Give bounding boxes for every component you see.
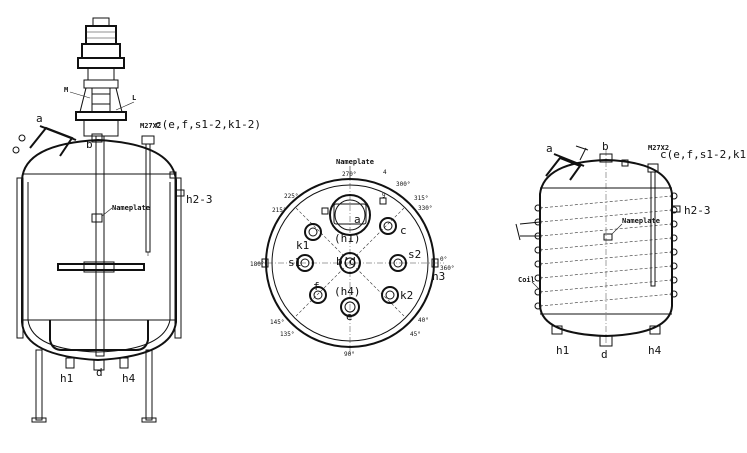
angle-40: 40° [418, 317, 429, 324]
left-vessel-shell [21, 138, 177, 362]
top-label-4: 4 [383, 169, 387, 176]
left-nozzle-a [12, 125, 77, 157]
top-label-bd: b(d) [336, 255, 363, 268]
right-reactor-view: Coil a b M27X2 c(e,f,s1-2,k1-2) h2-3 Nam… [515, 140, 747, 361]
angle-90: 90° [344, 351, 355, 358]
angle-135: 135° [280, 331, 294, 338]
top-label-k2: k2 [400, 289, 413, 302]
right-label-h1: h1 [556, 344, 569, 357]
right-label-b: b [602, 140, 609, 153]
top-label-h3: h3 [432, 270, 445, 283]
top-label-s2: s2 [408, 248, 421, 261]
left-reactor-view: M L a b M27X2 c(e,f,s1-2,k1-2) [12, 17, 261, 423]
label-l: L [132, 94, 136, 102]
right-nozzle-a [545, 145, 589, 181]
left-support-legs [31, 349, 157, 423]
angle-145: 145° [270, 319, 284, 326]
top-label-s1: s1 [288, 256, 301, 269]
top-label-nameplate: Nameplate [336, 158, 374, 166]
right-label-h2-3: h2-3 [684, 204, 711, 217]
right-label-d: d [601, 348, 608, 361]
left-agitator-shaft [49, 135, 149, 357]
left-label-thread: M27X2 [140, 122, 161, 130]
angle-300: 300° [396, 181, 410, 188]
top-label-k1: k1 [296, 239, 309, 252]
angle-45: 45° [410, 331, 421, 338]
top-label-f: f [313, 280, 320, 293]
angle-330: 330° [418, 205, 432, 212]
right-nozzle-c [647, 163, 659, 287]
top-nozzle-bd [339, 252, 361, 274]
top-orientation-view: a (h1) b(d) (h4) e s1 s2 k1 c f k2 [250, 158, 454, 358]
top-nozzle-a [321, 194, 371, 236]
angle-0: 0° [440, 256, 447, 263]
top-label-h1: (h1) [334, 232, 361, 245]
angle-315: 315° [414, 195, 428, 202]
left-label-h1: h1 [60, 372, 73, 385]
left-label-b: b [86, 138, 93, 151]
top-label-g: g [382, 191, 386, 198]
top-label-e: e [346, 310, 353, 323]
angle-360: 360° [440, 265, 454, 272]
left-nozzle-c [141, 135, 155, 256]
right-label-coil: Coil [518, 276, 535, 284]
right-label-a: a [546, 142, 553, 155]
angle-215: 215° [272, 207, 286, 214]
angle-270: 270° [342, 171, 356, 178]
angle-225: 225° [284, 193, 298, 200]
top-label-a: a [354, 213, 361, 226]
right-label-nameplate: Nameplate [622, 217, 660, 225]
left-label-c: c(e,f,s1-2,k1-2) [155, 118, 261, 131]
left-label-d: d [96, 366, 103, 379]
top-label-c: c [400, 224, 407, 237]
right-coil [515, 192, 678, 310]
right-label-h4: h4 [648, 344, 662, 357]
left-label-h2-3: h2-3 [186, 193, 213, 206]
label-m: M [64, 86, 68, 94]
right-label-c: c(e,f,s1-2,k1-2) [660, 148, 747, 161]
left-label-a: a [36, 112, 43, 125]
agitator-drive [69, 17, 135, 137]
angle-180: 180° [250, 261, 264, 268]
right-label-thread: M27X2 [648, 144, 669, 152]
left-label-h4: h4 [122, 372, 136, 385]
top-label-h4: (h4) [334, 285, 361, 298]
left-label-nameplate: Nameplate [112, 204, 150, 212]
